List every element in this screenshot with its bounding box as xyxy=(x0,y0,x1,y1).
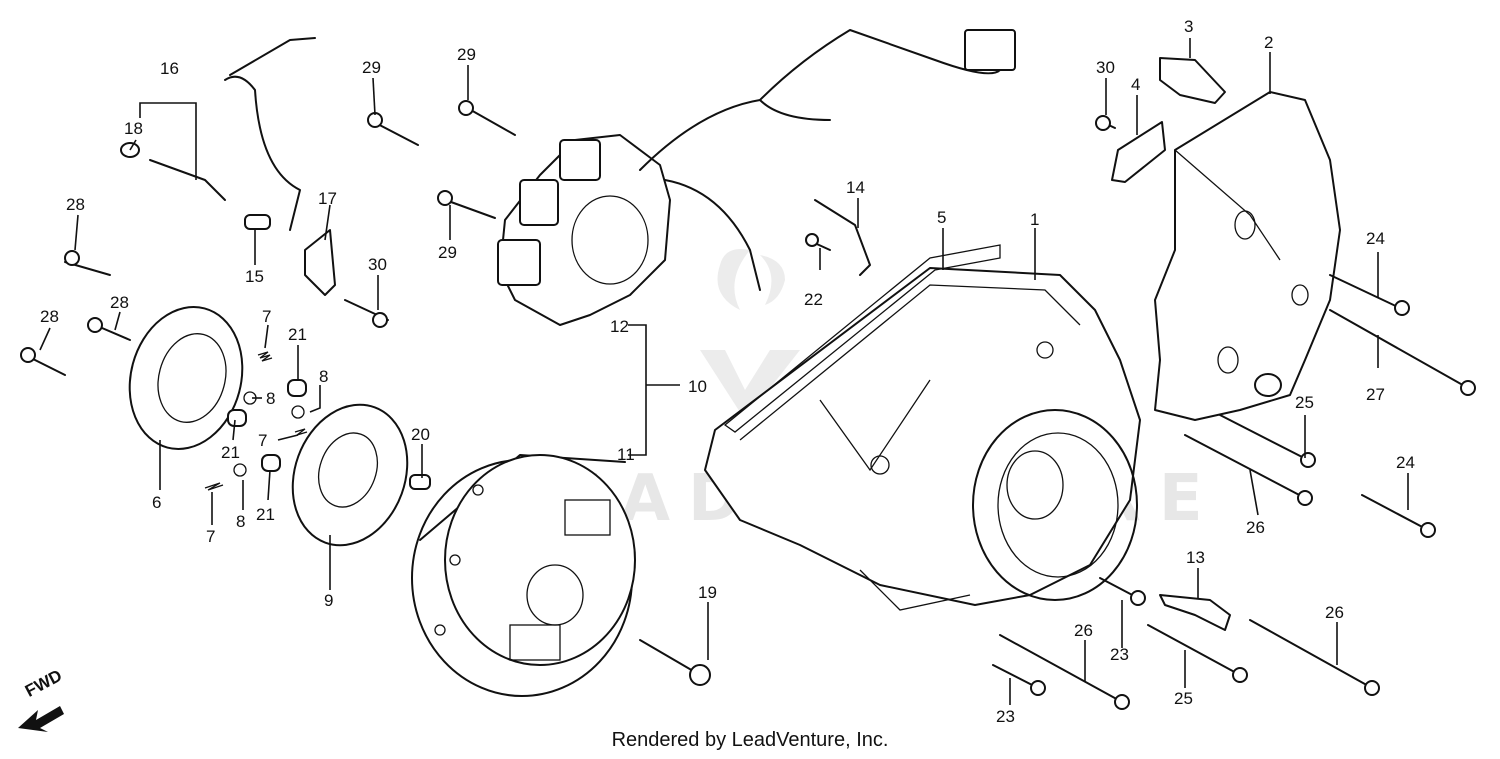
crankcase-cover xyxy=(704,267,1141,611)
callout-29b: 29 xyxy=(457,45,476,64)
callout-14: 14 xyxy=(846,178,865,197)
callout-28a: 28 xyxy=(66,195,85,214)
callout-22: 22 xyxy=(804,290,823,309)
callout-18: 18 xyxy=(124,119,143,138)
bolts xyxy=(20,100,1476,710)
callout-7c: 7 xyxy=(206,527,215,546)
callout-11: 11 xyxy=(617,445,635,464)
bracket xyxy=(304,229,336,296)
callout-7a: 7 xyxy=(262,307,271,326)
callout-8a: 8 xyxy=(266,389,275,408)
callout-26c: 26 xyxy=(1074,621,1093,640)
callout-5: 5 xyxy=(937,208,946,227)
forward-arrow-icon xyxy=(18,706,64,732)
gasket xyxy=(723,244,1001,433)
callout-9: 9 xyxy=(324,591,333,610)
callout-19: 19 xyxy=(698,583,717,602)
callout-numbers: 1 2 3 4 5 6 7 7 7 8 8 8 9 10 11 12 13 14… xyxy=(40,17,1415,726)
callout-30b: 30 xyxy=(1096,58,1115,77)
callout-1: 1 xyxy=(1030,210,1039,229)
callout-25a: 25 xyxy=(1295,393,1314,412)
callout-leaders xyxy=(39,38,1409,705)
outer-cover xyxy=(1154,91,1341,421)
cover-plate xyxy=(1111,121,1166,183)
callout-28b: 28 xyxy=(110,293,129,312)
callout-27: 27 xyxy=(1366,385,1385,404)
callout-6: 6 xyxy=(152,493,161,512)
callout-23a: 23 xyxy=(1110,645,1129,664)
callout-16: 16 xyxy=(160,59,179,78)
callout-13: 13 xyxy=(1186,548,1205,567)
callout-24b: 24 xyxy=(1396,453,1415,472)
callout-24a: 24 xyxy=(1366,229,1385,248)
callout-7b: 7 xyxy=(258,431,267,450)
callout-25b: 25 xyxy=(1174,689,1193,708)
render-credit: Rendered by LeadVenture, Inc. xyxy=(611,729,889,751)
callout-29a: 29 xyxy=(362,58,381,77)
rollers-springs xyxy=(204,351,431,491)
callout-15: 15 xyxy=(245,267,264,286)
callout-8c: 8 xyxy=(236,512,245,531)
callout-8b: 8 xyxy=(319,367,328,386)
callout-26b: 26 xyxy=(1325,603,1344,622)
cover-cap xyxy=(1159,57,1226,104)
clutch-plate xyxy=(291,403,409,547)
starter-clutch xyxy=(128,306,244,450)
wire-clamp-lower xyxy=(1159,594,1231,631)
flywheel xyxy=(411,454,636,697)
stator-assembly xyxy=(497,29,1016,326)
callout-20: 20 xyxy=(411,425,430,444)
callout-17: 17 xyxy=(318,189,337,208)
callout-26a: 26 xyxy=(1246,518,1265,537)
callout-28c: 28 xyxy=(40,307,59,326)
callout-2: 2 xyxy=(1264,33,1273,52)
callout-3: 3 xyxy=(1184,17,1193,36)
callout-10: 10 xyxy=(688,377,707,396)
callout-12: 12 xyxy=(610,317,629,336)
callout-21c: 21 xyxy=(256,505,275,524)
callout-21a: 21 xyxy=(288,325,307,344)
callout-21b: 21 xyxy=(221,443,240,462)
callout-29c: 29 xyxy=(438,243,457,262)
callout-23b: 23 xyxy=(996,707,1015,726)
cable-sensor xyxy=(120,37,316,231)
callout-30a: 30 xyxy=(368,255,387,274)
callout-4: 4 xyxy=(1131,75,1140,94)
wire-clamp-upper xyxy=(814,199,871,276)
